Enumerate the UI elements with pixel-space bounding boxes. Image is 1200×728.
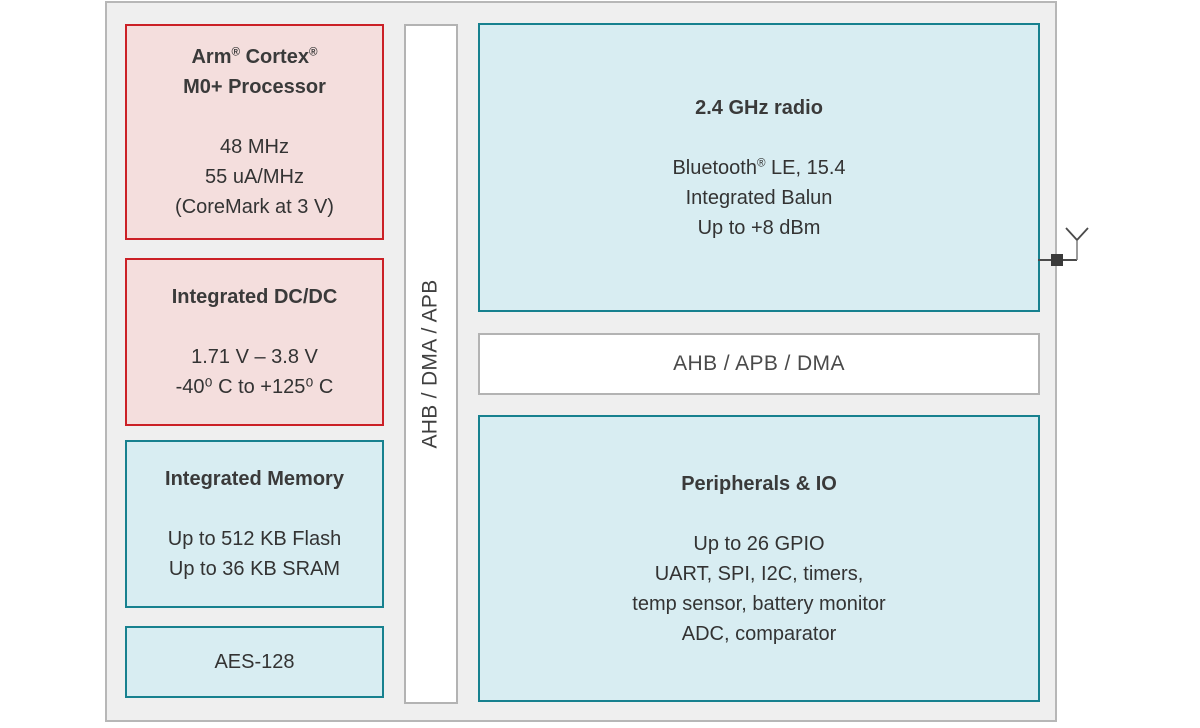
aes-label: AES-128 [214, 651, 295, 673]
text-line: UART, SPI, I2C, timers, [654, 562, 864, 585]
text-line: Peripherals & IO [681, 472, 837, 495]
processor-title: Arm® Cortex® M0+ Processor [183, 42, 326, 102]
text-line: Integrated DC/DC [171, 286, 338, 308]
aes-block: AES-128 [125, 626, 384, 698]
memory-specs: Up to 512 KB Flash Up to 36 KB SRAM [168, 524, 341, 584]
horizontal-bus-label: AHB / APB / DMA [673, 352, 845, 375]
text-line: 2.4 GHz radio [695, 96, 823, 119]
radio-specs: Bluetooth® LE, 15.4 Integrated Balun Up … [672, 153, 845, 243]
dcdc-specs: 1.71 V – 3.8 V -40⁰ C to +125⁰ C [176, 342, 334, 402]
text-line: Up to 26 GPIO [693, 532, 825, 555]
vertical-bus-label: AHB / DMA / APB [419, 279, 442, 449]
processor-block: Arm® Cortex® M0+ Processor 48 MHz 55 uA/… [125, 24, 384, 240]
dcdc-block: Integrated DC/DC 1.71 V – 3.8 V -40⁰ C t… [125, 258, 384, 426]
text-line: (CoreMark at 3 V) [175, 196, 334, 218]
text-line: Integrated Balun [685, 186, 833, 209]
text-line: Up to 512 KB Flash [167, 528, 342, 550]
antenna-icon [1038, 227, 1089, 266]
text-line: temp sensor, battery monitor [632, 592, 886, 615]
radio-block: 2.4 GHz radio Bluetooth® LE, 15.4 Integr… [478, 23, 1040, 312]
text-line: Arm® Cortex® [191, 45, 318, 68]
horizontal-bus-block: AHB / APB / DMA [478, 333, 1040, 395]
text-line: M0+ Processor [183, 76, 326, 98]
processor-specs: 48 MHz 55 uA/MHz (CoreMark at 3 V) [175, 132, 334, 222]
dcdc-title: Integrated DC/DC [172, 282, 338, 312]
text-line: Up to +8 dBm [697, 216, 821, 239]
text-line: 55 uA/MHz [205, 166, 304, 188]
memory-title: Integrated Memory [165, 464, 344, 494]
text-line: Up to 36 KB SRAM [168, 558, 341, 580]
text-line: -40⁰ C to +125⁰ C [175, 376, 334, 398]
peripherals-block: Peripherals & IO Up to 26 GPIO UART, SPI… [478, 415, 1040, 702]
vertical-bus-block: AHB / DMA / APB [404, 24, 458, 704]
radio-title: 2.4 GHz radio [695, 93, 823, 123]
text-line: 48 MHz [220, 136, 289, 158]
peripherals-specs: Up to 26 GPIO UART, SPI, I2C, timers, te… [632, 529, 885, 649]
text-line: 1.71 V – 3.8 V [191, 346, 318, 368]
memory-block: Integrated Memory Up to 512 KB Flash Up … [125, 440, 384, 608]
text-line: ADC, comparator [681, 622, 837, 645]
text-line: Integrated Memory [165, 468, 344, 490]
text-line: Bluetooth® LE, 15.4 [672, 155, 846, 179]
peripherals-title: Peripherals & IO [681, 469, 837, 499]
